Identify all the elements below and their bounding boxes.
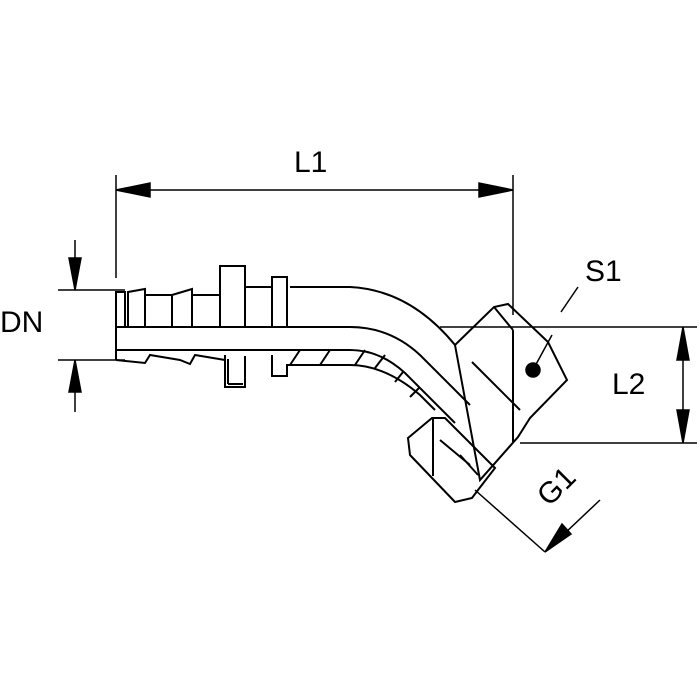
s1-leader bbox=[525, 286, 579, 378]
dn-dimension bbox=[58, 240, 125, 412]
dn-label: DN bbox=[0, 306, 44, 339]
l2-dimension bbox=[440, 326, 697, 444]
l2-label: L2 bbox=[612, 368, 646, 401]
fitting-body bbox=[115, 265, 569, 504]
l1-label: L1 bbox=[294, 146, 328, 179]
s1-label: S1 bbox=[585, 255, 622, 288]
g1-dimension bbox=[474, 489, 601, 553]
l1-dimension bbox=[115, 175, 514, 315]
